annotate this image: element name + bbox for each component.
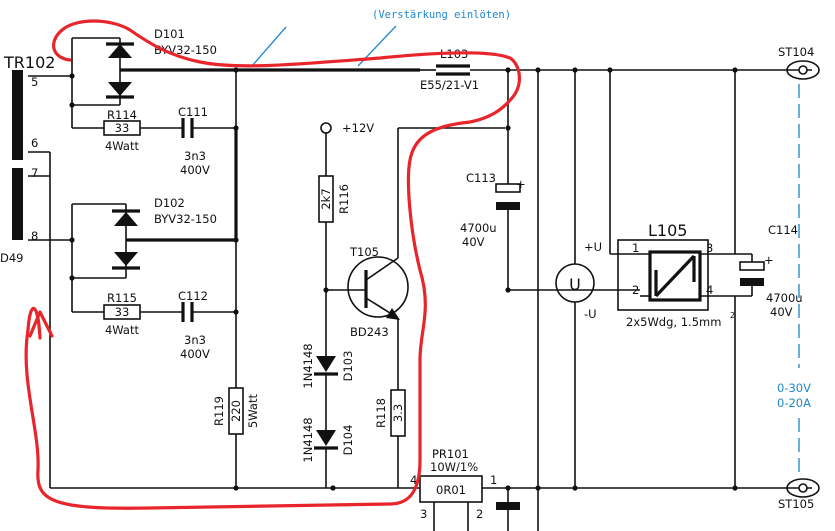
c114-ref: C114 [768, 223, 798, 237]
supply-terminal [320, 122, 332, 134]
r116-value: 2k7 [319, 188, 333, 209]
r118-value: 3.3 [391, 404, 405, 422]
c114-plus: + [764, 253, 774, 267]
capacitor-c114: + C114 4700u 40V [734, 70, 803, 488]
r114-rating: 4Watt [105, 139, 140, 153]
meter-minus: -U [584, 307, 597, 321]
c111-ref: C111 [178, 105, 208, 119]
l105-pin4: 4 [706, 283, 713, 297]
diode-d101-upper [108, 44, 132, 58]
r114-value: 33 [115, 121, 130, 135]
l105-pin3: 3 [706, 241, 713, 255]
l105-winding: 2x5Wdg, 1.5mm [626, 315, 721, 329]
c113-plus: + [516, 177, 526, 191]
main-rails: 220 R119 5Watt [50, 67, 420, 491]
r114-ref: R114 [107, 108, 137, 122]
c113-value: 4700u [460, 221, 497, 235]
r119-ref: R119 [212, 396, 226, 426]
diode-d102-upper [114, 212, 138, 226]
r119-value: 220 [229, 400, 243, 422]
output-terminals: ST104 ST105 0-30V 0-20A [777, 45, 820, 511]
pin-6-label: 6 [31, 136, 38, 150]
pin-7-label: 7 [31, 166, 38, 180]
transformer-tr102: TR102 D49 5 6 7 8 [0, 53, 72, 488]
transformer-ref: TR102 [3, 53, 55, 72]
d102-type: BYV32-150 [154, 212, 217, 226]
terminal-st104: ST104 [778, 45, 820, 80]
st105-label: ST105 [778, 497, 814, 511]
st104-label: ST104 [778, 45, 814, 59]
supply-label: +12V [342, 121, 374, 135]
output-current-range: 0-20A [777, 396, 811, 410]
pr101-pin3: 3 [420, 507, 427, 521]
t105-ref: T105 [349, 245, 379, 259]
lower-rectifier: D102 BYV32-150 33 R115 4Watt C112 3n3 40… [69, 196, 239, 361]
l103-type: E55/21-V1 [420, 78, 479, 92]
pin-8-label: 8 [31, 229, 38, 243]
annotation-text: (Verstärkung einlöten) [372, 9, 511, 21]
c111-value: 3n3 [184, 149, 206, 163]
r115-ref: R115 [107, 291, 137, 305]
l105-pin2: 2 [632, 283, 639, 297]
diode-d104 [316, 430, 336, 446]
diode-d101-lower [108, 82, 132, 96]
r115-rating: 4Watt [105, 323, 140, 337]
c112-voltage: 400V [180, 347, 210, 361]
r118-ref: R118 [374, 398, 388, 428]
d104-ref: D104 [341, 425, 355, 456]
r119-rating: 5Watt [246, 394, 260, 429]
output-voltage-range: 0-30V [777, 381, 811, 395]
r115-value: 33 [115, 305, 130, 319]
r116-ref: R116 [337, 184, 351, 214]
meter-symbol: U [569, 275, 581, 294]
pr101-pin1: 1 [490, 473, 497, 487]
d101-ref: D101 [154, 27, 185, 41]
pr101-ref: PR101 [432, 447, 469, 461]
c114-value: 4700u [766, 291, 803, 305]
voltmeter: U +U -U [555, 70, 602, 488]
pr101-pin2: 2 [476, 507, 483, 521]
bias-chain: +12V 2k7 R116 T105 BD243 3.3 R118 1N4148… [301, 121, 505, 488]
c114-voltage: 40V [770, 305, 793, 319]
capacitor-c113: + C113 4700u 40V [460, 70, 640, 531]
pr101-rating: 10W/1% [430, 460, 478, 474]
l105-pin1: 1 [632, 241, 639, 255]
upper-rectifier: D101 BYV32-150 33 R114 4Watt C111 3n3 40… [69, 27, 239, 177]
c113-ref: C113 [466, 171, 496, 185]
transistor-t105 [333, 256, 409, 320]
highlight-loop [24, 19, 521, 510]
c112-value: 3n3 [184, 333, 206, 347]
d104-type: 1N4148 [301, 417, 315, 462]
pin-5-label: 5 [31, 75, 38, 89]
pr101-value: 0R01 [436, 483, 466, 497]
inductor-l105: L105 1 2 3 4 2x5Wdg, 1.5mm 2 [609, 70, 735, 329]
transformer-ref-tail: D49 [0, 251, 24, 265]
shunt-pr101: 0R01 PR101 10W/1% 4 1 3 2 [402, 447, 812, 531]
c112-ref: C112 [178, 289, 208, 303]
l105-ref: L105 [648, 221, 687, 240]
l105-winding-sup: 2 [730, 311, 735, 320]
reinforcement-note: (Verstärkung einlöten) [251, 9, 511, 67]
c113-voltage: 40V [462, 235, 485, 249]
t105-type: BD243 [350, 325, 389, 339]
c111-voltage: 400V [180, 163, 210, 177]
d103-ref: D103 [341, 351, 355, 382]
pr101-pin4: 4 [410, 473, 417, 487]
d103-type: 1N4148 [301, 343, 315, 388]
d102-ref: D102 [154, 196, 185, 210]
diode-d102-lower [114, 252, 138, 266]
meter-plus: +U [584, 240, 602, 254]
terminal-st105: ST105 [778, 478, 820, 511]
resistor-r119 [228, 387, 244, 435]
diode-d103 [316, 356, 336, 372]
